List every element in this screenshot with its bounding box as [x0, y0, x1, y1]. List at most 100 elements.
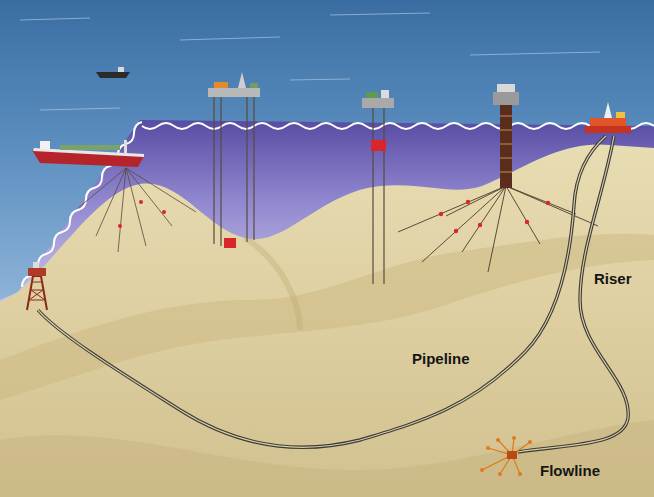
seabed-shade [0, 234, 654, 400]
water-cut-edge [142, 123, 654, 129]
strake [500, 130, 512, 131]
jacket-bracing [29, 282, 45, 300]
tendon [213, 96, 214, 244]
mooring-line [446, 186, 506, 216]
fixed-jacket [27, 262, 47, 310]
tlp-derrick [238, 72, 246, 88]
mooring-line [506, 186, 540, 244]
tendon [372, 108, 373, 284]
fpso-flare [124, 140, 127, 154]
buoys [439, 200, 550, 233]
semi-module [366, 92, 378, 98]
fpso-moorings [78, 168, 196, 252]
buoy [546, 201, 550, 205]
wellhead [486, 446, 490, 450]
tlp-module [214, 82, 228, 88]
tendons [373, 108, 384, 284]
spar-platform [493, 84, 519, 188]
spar-deck [493, 92, 519, 105]
fpso [32, 140, 144, 167]
tendon [220, 96, 221, 246]
semi-submersible [362, 90, 394, 284]
ripple [330, 13, 430, 15]
ripple [40, 108, 120, 110]
mooring-line [422, 186, 506, 262]
mooring-line [398, 186, 506, 232]
rig-derrick [604, 102, 612, 118]
pipeline-core [38, 136, 606, 447]
riser-core [518, 136, 628, 452]
rig-deck [590, 118, 626, 126]
spar-strakes [500, 116, 512, 172]
spar-hull [500, 104, 512, 188]
drilling-rig [585, 102, 631, 133]
buoy [118, 224, 122, 228]
jacket-legs [27, 276, 47, 310]
mooring-line [126, 168, 172, 226]
tendon [253, 96, 254, 240]
template [224, 238, 236, 248]
rig-pontoon [585, 126, 631, 133]
small-ship [96, 67, 130, 78]
buoyancy-can [371, 140, 386, 151]
ship-hull [96, 72, 130, 78]
strake [500, 172, 512, 173]
wellheads [480, 436, 532, 476]
tension-leg-platform [208, 72, 260, 248]
tendon [383, 108, 384, 284]
wellhead [512, 436, 516, 440]
part-label: Riser [592, 270, 634, 288]
mooring-line [96, 168, 126, 236]
mooring-line [488, 186, 506, 272]
manifold [507, 451, 517, 459]
wellhead [528, 440, 532, 444]
mooring-line [506, 186, 598, 226]
semi-deck [362, 98, 394, 108]
jacket-topside [28, 268, 46, 276]
seabed-ridge [245, 238, 300, 330]
buoy [454, 229, 458, 233]
ship-bridge [118, 67, 124, 72]
tendons [214, 96, 254, 246]
part-label: Pipeline [410, 350, 472, 368]
wellhead [518, 472, 522, 476]
spar-module [497, 84, 515, 92]
jacket-module [33, 262, 39, 268]
part-label: Flowline [538, 462, 602, 480]
ripple [180, 37, 280, 40]
buoy [139, 200, 143, 204]
surface-ripples [20, 13, 600, 110]
buoys [118, 200, 166, 228]
ripple [20, 18, 90, 20]
fpso-process-deck [60, 145, 120, 150]
tlp-module [250, 83, 258, 88]
mooring-line [126, 168, 196, 212]
semi-module [381, 90, 389, 98]
ripple [290, 79, 350, 80]
seabed-shade [0, 420, 654, 497]
wellhead [498, 472, 502, 476]
buoy [439, 212, 443, 216]
riser [518, 136, 628, 452]
strake [500, 158, 512, 159]
buoy [478, 223, 482, 227]
rig-module [616, 112, 625, 118]
wellhead [496, 438, 500, 442]
buoy [466, 200, 470, 204]
mooring-line [126, 168, 146, 246]
mooring-line [78, 168, 126, 208]
ripple [470, 52, 600, 55]
wellhead [480, 468, 484, 472]
buoy [525, 220, 529, 224]
tlp-deck [208, 88, 260, 97]
pipeline [38, 136, 606, 447]
seabed [0, 144, 654, 497]
subsea-manifold [482, 438, 530, 474]
tendon [246, 96, 247, 242]
strake [500, 116, 512, 117]
pipeline-outline [38, 136, 606, 447]
mooring-line [118, 168, 126, 252]
